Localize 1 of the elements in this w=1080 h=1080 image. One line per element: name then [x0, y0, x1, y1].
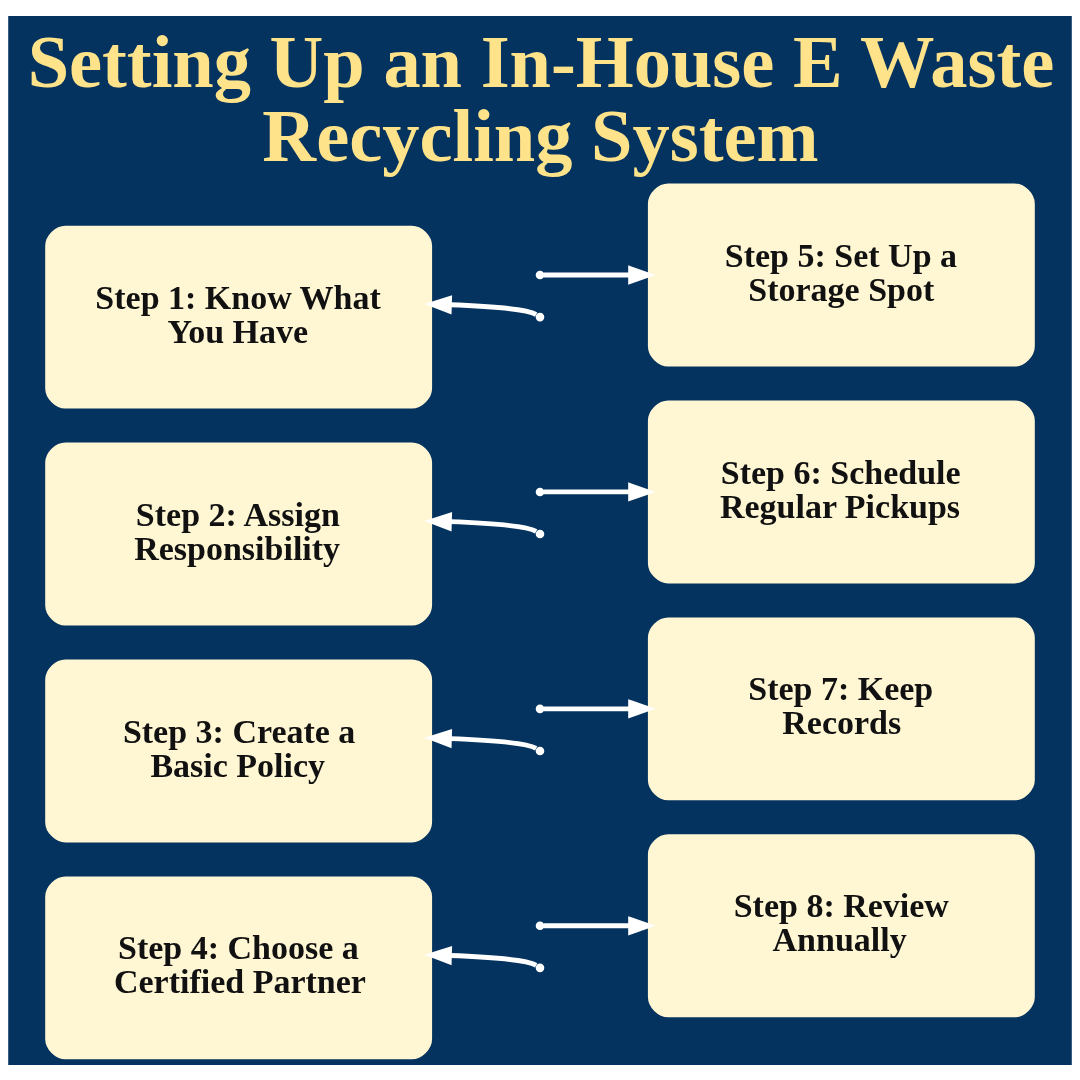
diagram-title: Setting Up an In-House E Waste Recycling System [27, 20, 1055, 177]
